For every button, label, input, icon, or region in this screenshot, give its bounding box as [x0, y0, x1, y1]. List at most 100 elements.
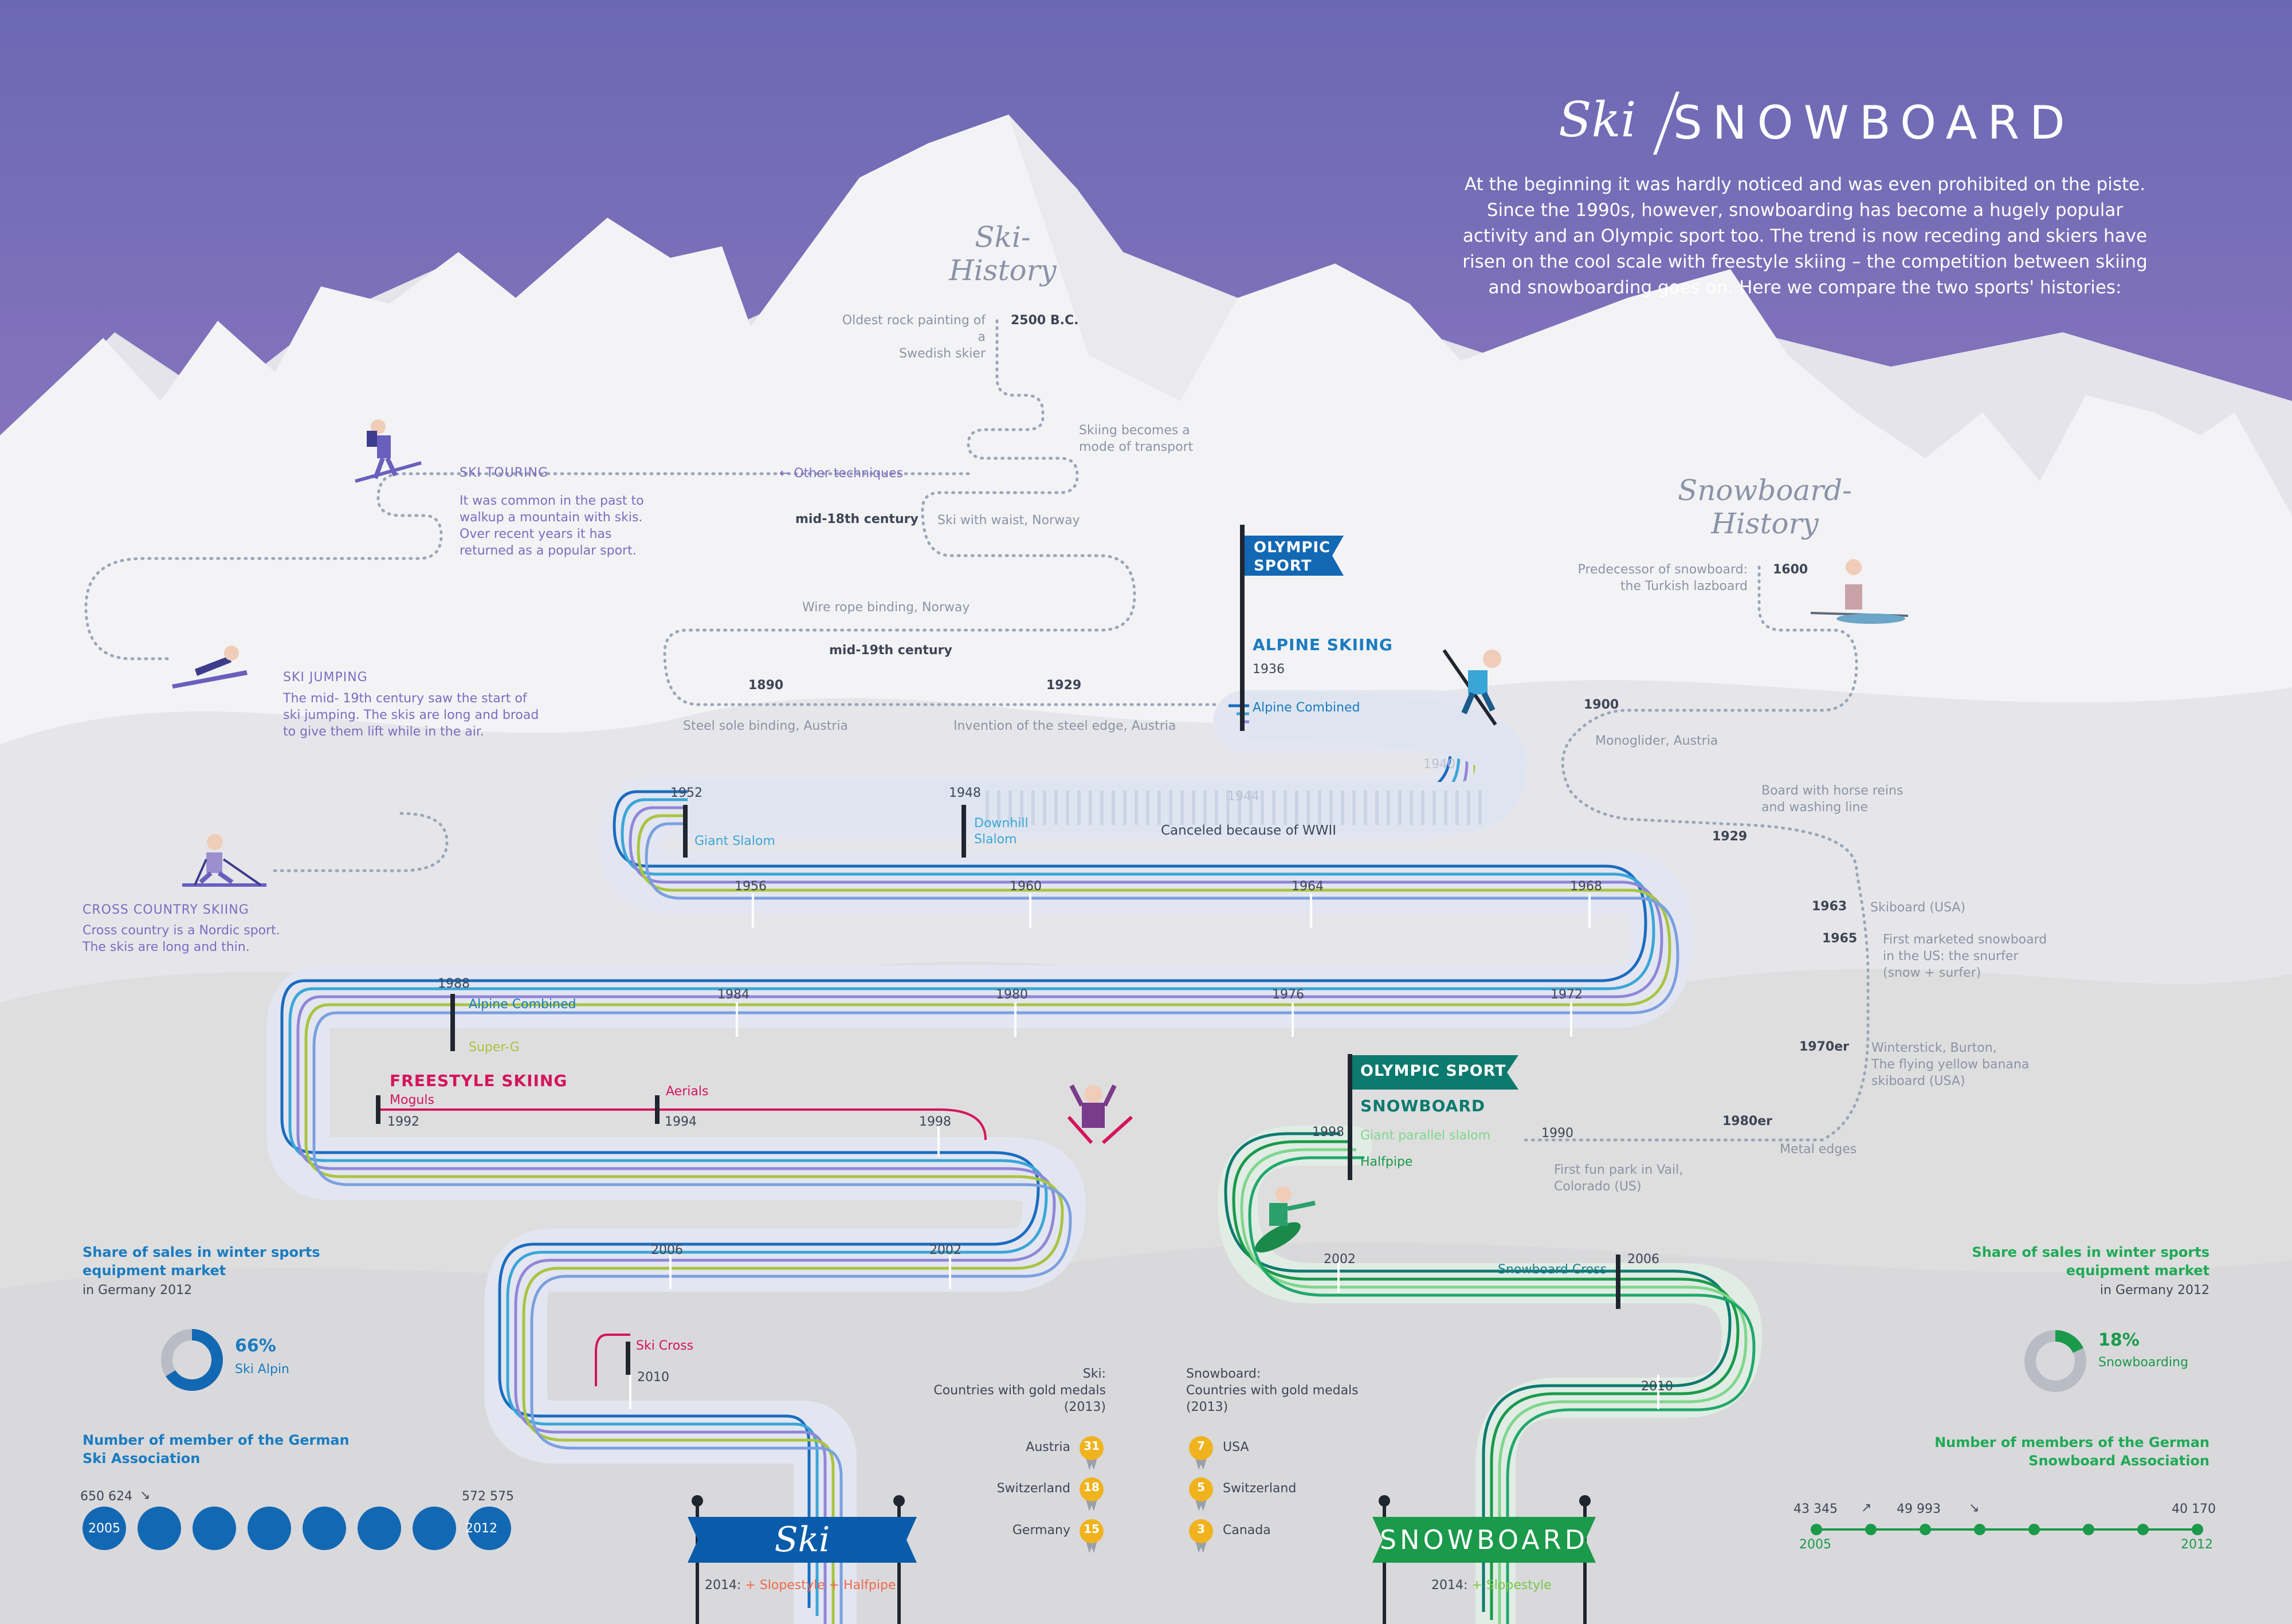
year-1952: 1952 — [670, 786, 702, 800]
year-tick — [1292, 1002, 1294, 1037]
sb-share-heading: Share of sales in winter sports equipmen… — [1972, 1244, 2209, 1279]
ski-medal-country-1: Switzerland — [996, 1481, 1070, 1496]
ski-medal-country-0: Austria — [1026, 1440, 1070, 1454]
ski-track — [266, 690, 1693, 1624]
medal-icon — [1080, 1436, 1104, 1460]
sb-hist-year-5: 1970er — [1799, 1040, 1850, 1054]
marker-2006-sb — [1616, 1255, 1620, 1309]
year-1964: 1964 — [1292, 879, 1324, 894]
ski-member-dot — [248, 1507, 291, 1550]
olympic-sb-flag-label: OLYMPIC SPORT — [1360, 1062, 1506, 1080]
ski-members-start: 650 624 — [80, 1489, 132, 1504]
intro-text: At the beginning it was hardly noticed a… — [1462, 174, 2148, 298]
medal-icon — [1189, 1436, 1213, 1460]
ski-medal-country-2: Germany — [1012, 1523, 1070, 1538]
year-2010-sb: 2010 — [1641, 1379, 1673, 1394]
ski-track-strand — [312, 736, 1679, 1624]
sb-hist-text-1: Monoglider, Austria — [1595, 734, 1718, 748]
canceled-ww2: Canceled because of WWII — [1161, 823, 1337, 838]
snowboard-heading: SNOWBOARD — [1360, 1096, 1486, 1115]
ski-touring-text: It was common in the past to walkup a mo… — [460, 494, 644, 558]
sb-hist-text-4: First marketed snowboard in the US: the … — [1883, 933, 2047, 980]
ski-member-dot — [303, 1507, 346, 1550]
ghost-1944: 1944 — [1227, 789, 1259, 804]
olympic-sb-flag — [1352, 1055, 1518, 1090]
sb-member-dot — [2083, 1524, 2094, 1535]
cross-country-title: CROSS COUNTRY SKIING — [83, 903, 249, 917]
marker-1994 — [655, 1095, 660, 1124]
sb-arrow-up: ↗ — [1861, 1501, 1872, 1515]
snowboard-history-path — [1522, 565, 1870, 1142]
ski-share-label: Ski Alpin — [235, 1362, 289, 1377]
year-2002-sb: 2002 — [1324, 1252, 1356, 1267]
sb-year-start: 2005 — [1799, 1538, 1831, 1552]
medal-icon — [1189, 1477, 1213, 1501]
sb-medals-heading: Snowboard: Countries with gold medals (2… — [1186, 1367, 1359, 1414]
ski-banner-sub: 2014: + Slopestyle + Halfpipe — [705, 1564, 896, 1592]
sb-hist-year-3: 1963 — [1812, 899, 1847, 914]
year-tick — [736, 1002, 738, 1037]
sb-arrow-down: ↘ — [1969, 1501, 1980, 1515]
year-1976: 1976 — [1272, 988, 1304, 1002]
ski-member-dots — [83, 1507, 511, 1550]
technique-path — [84, 472, 970, 660]
sb-hist-year-4: 1965 — [1822, 931, 1858, 946]
sb-member-dot — [2028, 1524, 2040, 1535]
ski-jumping-icon — [172, 646, 248, 689]
sb-track-strand — [1224, 1132, 1732, 1612]
sb-member-dot — [1865, 1524, 1877, 1535]
ski-hist-text-1: Skiing becomes a mode of transport — [1079, 423, 1194, 454]
ski-member-dot — [413, 1507, 456, 1550]
sb-members-mid: 49 993 — [1897, 1502, 1941, 1516]
medal-icons — [1080, 1436, 1213, 1553]
snowboard-history-heading: Snowboard- History — [1677, 474, 1853, 540]
year-1998: 1998 — [919, 1115, 951, 1129]
year-2010: 2010 — [637, 1370, 669, 1385]
marker-1948 — [961, 805, 966, 858]
year-2006: 2006 — [651, 1243, 683, 1257]
sb-hist-year-2: 1929 — [1712, 829, 1748, 844]
year-tick — [1337, 1258, 1340, 1292]
ski-medals-heading: Ski: Countries with gold medals (2013) — [933, 1367, 1106, 1414]
ghost-1940: 1940 — [1423, 757, 1455, 772]
sb-members-heading: Number of members of the German Snowboar… — [1934, 1434, 2209, 1469]
snowboard-track — [1217, 1126, 1763, 1624]
snowboarder-icon — [1255, 1186, 1316, 1253]
olympic-ski-flag-label: OLYMPIC SPORT — [1254, 539, 1331, 575]
ski-year-start: 2005 — [88, 1521, 120, 1536]
sb-hist-text-7: First fun park in Vail, Colorado (US) — [1554, 1163, 1683, 1194]
ski-history-path — [663, 319, 1239, 706]
sb-member-dot — [2192, 1524, 2203, 1535]
mountain-shadow — [1008, 115, 1238, 401]
sb-hist-text-5: Winterstick, Burton, The flying yellow b… — [1871, 1041, 2030, 1088]
ski-hist-year-6: 1890 — [748, 678, 784, 693]
ski-share-value: 66% — [235, 1336, 276, 1356]
ski-share-sub: in Germany 2012 — [83, 1283, 193, 1297]
year-1960: 1960 — [1010, 879, 1042, 894]
snowboard-banner-sub: 2014: + Slopestyle — [1431, 1564, 1552, 1592]
ski-medal-count-2: 15 — [1084, 1522, 1100, 1536]
year-tick — [752, 894, 754, 928]
ski-banner-sub-events: + Slopestyle + Halfpipe — [745, 1578, 896, 1592]
sb-medal-count-1: 5 — [1197, 1480, 1205, 1494]
year-tick — [1029, 894, 1031, 928]
sb-track-strand — [1232, 1140, 1740, 1620]
historic-boarder-icon — [1810, 559, 1909, 624]
year-1980: 1980 — [996, 988, 1028, 1002]
ski-banner-sub-year: 2014: — [705, 1578, 745, 1592]
year-2006-sb: 2006 — [1627, 1252, 1659, 1267]
year-2002: 2002 — [929, 1243, 961, 1257]
event-moguls: Moguls — [390, 1093, 434, 1107]
year-1984: 1984 — [717, 988, 749, 1002]
ski-members-end: 572 575 — [462, 1489, 514, 1504]
event-ski-cross: Ski Cross — [636, 1339, 694, 1353]
ski-banner-label: Ski — [774, 1520, 830, 1560]
sb-track-strand — [1248, 1156, 1756, 1624]
event-snowboard-cross: Snowboard Cross — [1498, 1263, 1607, 1277]
year-1992: 1992 — [387, 1115, 419, 1129]
ski-jumping-title: SKI JUMPING — [283, 670, 368, 685]
ski-member-dot — [193, 1507, 236, 1550]
olympic-sb-pole — [1348, 1054, 1352, 1180]
